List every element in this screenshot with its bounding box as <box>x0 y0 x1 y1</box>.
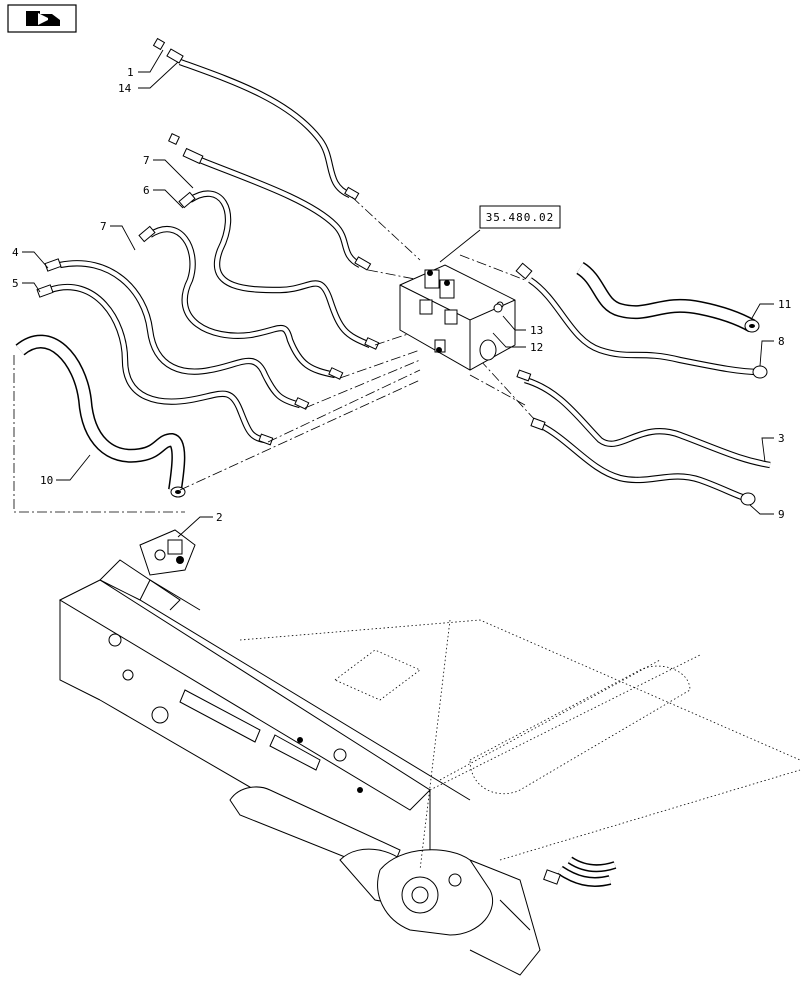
callout-9: 9 <box>778 508 785 521</box>
hose-4 <box>44 258 310 410</box>
callout-11: 11 <box>778 298 791 311</box>
hose-9 <box>530 417 756 506</box>
reference-label: 35.480.02 <box>486 211 555 224</box>
callout-12: 12 <box>530 341 543 354</box>
callout-13: 13 <box>530 324 543 337</box>
leader-lines <box>22 49 774 538</box>
hose-5 <box>36 284 274 446</box>
hose-8 <box>515 262 768 379</box>
callout-7-upper: 7 <box>143 154 150 167</box>
machine-frame <box>58 559 801 976</box>
reference-box[interactable]: 35.480.02 <box>479 205 561 229</box>
callout-8: 8 <box>778 335 785 348</box>
hose-6 <box>178 190 380 350</box>
valve-block <box>399 264 516 371</box>
dash-dot-connectors <box>13 196 536 513</box>
callout-1: 1 <box>127 66 134 79</box>
hose-14 <box>152 37 360 201</box>
callout-14: 14 <box>118 82 132 95</box>
page-navigation-arrow-icon <box>26 11 60 26</box>
callout-10: 10 <box>40 474 53 487</box>
hose-7-lower <box>138 225 344 380</box>
callout-5: 5 <box>12 277 19 290</box>
hose-11 <box>575 262 760 333</box>
callout-7-lower: 7 <box>100 220 107 233</box>
callout-6: 6 <box>143 184 150 197</box>
hose-3 <box>516 369 771 469</box>
callout-3: 3 <box>778 432 785 445</box>
callout-4: 4 <box>12 246 19 259</box>
page-navigation-button[interactable] <box>7 4 77 33</box>
callout-2: 2 <box>216 511 223 524</box>
bracket-part-2 <box>139 529 196 576</box>
fitting-13 <box>493 303 503 313</box>
hose-7-upper <box>168 133 372 271</box>
